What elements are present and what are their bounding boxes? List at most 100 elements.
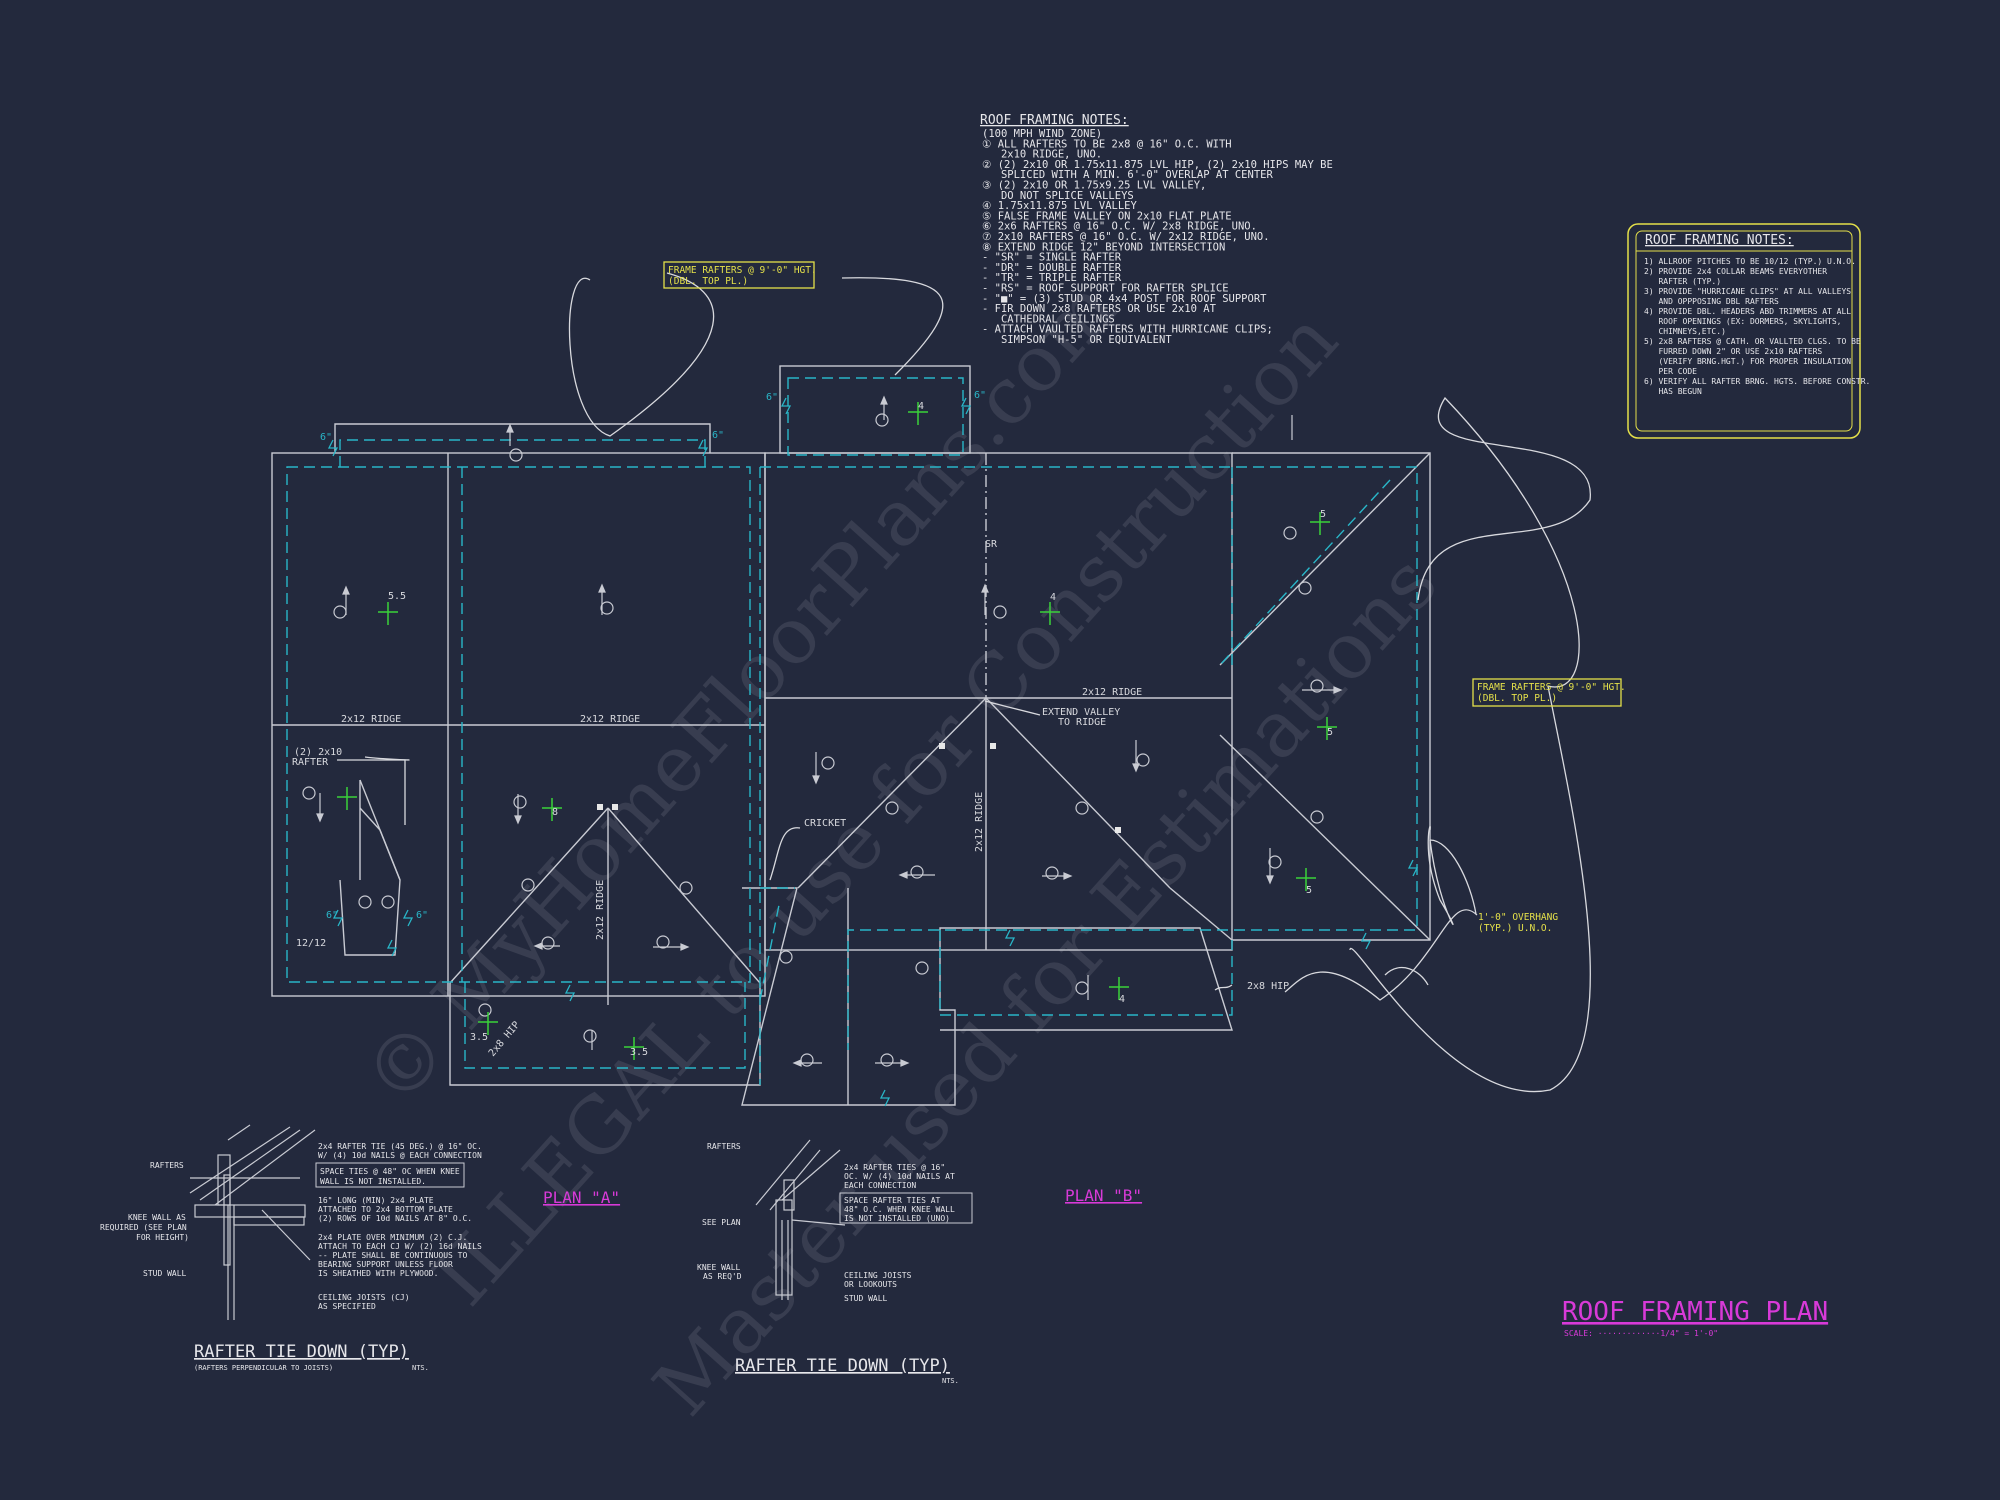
six-inch-c: 6" xyxy=(766,392,778,403)
detail-b-nts: NTS. xyxy=(942,1377,959,1385)
roof-notes-center-line: ② (2) 2x10 OR 1.75x11.875 LVL HIP, (2) 2… xyxy=(982,159,1333,171)
ridge-label-left: 2x12 RIDGE xyxy=(341,714,401,725)
marker-1-h xyxy=(910,865,924,879)
marker-6-e xyxy=(1283,526,1297,540)
post-markers xyxy=(597,743,1121,833)
pitch-rise-9: 3.5 xyxy=(470,1032,488,1043)
plan-a-label: PLAN "A" xyxy=(543,1188,620,1207)
callout-extend-valley-2: TO RIDGE xyxy=(1058,717,1106,728)
roof-notes-center-line: - "■" = (3) STUD OR 4x4 POST FOR ROOF SU… xyxy=(982,293,1267,305)
marker-6-m xyxy=(478,1003,492,1017)
detail-a-note1-2: W/ (4) 10d NAILS @ EACH CONNECTION xyxy=(318,1151,482,1160)
detail-a-note3-2: ATTACHED TO 2x4 BOTTOM PLATE xyxy=(318,1205,453,1214)
callout-overhang-line2: (TYP.) U.N.O. xyxy=(1478,923,1552,934)
roof-notes-box-line: HAS BEGUN xyxy=(1644,387,1702,396)
detail-a-title: RAFTER TIE DOWN (TYP) xyxy=(194,1342,409,1362)
drawing-title: ROOF FRAMING PLAN xyxy=(1562,1297,1828,1327)
detail-b-note2-3: IS NOT INSTALLED (UNO) xyxy=(844,1214,950,1223)
detail-a-stud: STUD WALL xyxy=(143,1269,187,1278)
roof-notes-center-line: - "RS" = ROOF SUPPORT FOR RAFTER SPLICE xyxy=(982,283,1229,295)
pitch-rise-8: 4 xyxy=(1119,994,1125,1005)
roof-notes-box-line: AND OPPPOSING DBL RAFTERS xyxy=(1644,297,1779,306)
plate-ties xyxy=(327,397,1419,1107)
pitch-rise-4: 5 xyxy=(1320,509,1326,520)
detail-b xyxy=(755,1139,846,1300)
callout-double-rafter-2: RAFTER xyxy=(292,757,329,768)
marker-1-i xyxy=(1045,866,1059,880)
detail-a-note4-1: 2x4 PLATE OVER MINIMUM (2) C.J. xyxy=(318,1233,467,1242)
roof-notes-box-line: PER CODE xyxy=(1644,367,1697,376)
detail-a-note4-3: -- PLATE SHALL BE CONTINUOUS TO xyxy=(318,1251,467,1260)
marker-6-top xyxy=(509,448,523,462)
six-inch-e: 6" xyxy=(326,910,338,921)
detail-a-rafters: RAFTERS xyxy=(150,1161,184,1170)
ridge-label-vert-a: 2x12 RIDGE xyxy=(595,880,606,940)
roof-notes-center-line: ⑥ 2x6 RAFTERS @ 16" O.C. W/ 2x8 RIDGE, U… xyxy=(982,221,1257,233)
marker-6-p xyxy=(880,1053,894,1067)
marker-1-c xyxy=(993,605,1007,619)
callout-overhang-line1: 1'-0" OVERHANG xyxy=(1478,912,1558,923)
roof-notes-center-line: CATHEDRAL CEILINGS xyxy=(982,313,1115,325)
detail-a-note3-3: (2) ROWS OF 10d NAILS AT 8" O.C. xyxy=(318,1214,472,1223)
roof-notes-center-line: ⑧ EXTEND RIDGE 12" BEYOND INTERSECTION xyxy=(982,241,1225,253)
detail-b-note1-2: OC. W/ (4) 10d NAILS AT xyxy=(844,1172,955,1181)
marker-2-a xyxy=(1298,581,1312,595)
roof-notes-box-line: CHIMNEYS,ETC.) xyxy=(1644,327,1726,336)
marker-4-c xyxy=(521,878,535,892)
marker-1-b xyxy=(600,601,614,615)
roof-notes-center-line: ① ALL RAFTERS TO BE 2x8 @ 16" O.C. WITH xyxy=(982,138,1232,150)
marker-1-d xyxy=(302,786,316,800)
roof-notes-box-line: (VERIFY BRNG.HGT.) FOR PROPER INSULATION xyxy=(1644,357,1851,366)
ridge-label-vert-b: 2x12 RIDGE xyxy=(974,792,985,852)
detail-a-note4-5: IS SHEATHED WITH PLYWOOD. xyxy=(318,1269,438,1278)
sr-label: SR xyxy=(985,539,998,550)
roof-notes-center-line: ③ (2) 2x10 OR 1.75x9.25 LVL VALLEY, xyxy=(982,180,1206,192)
post-square-5 xyxy=(1115,827,1121,833)
detail-a-note5-1: CEILING JOISTS (CJ) xyxy=(318,1293,410,1302)
leader-lines xyxy=(337,272,1591,1093)
roof-notes-center-line: - ATTACH VAULTED RAFTERS WITH HURRICANE … xyxy=(982,324,1273,336)
ridge-label-right: 2x12 RIDGE xyxy=(1082,687,1142,698)
detail-b-text: RAFTERS SEE PLAN KNEE WALL AS REQ'D 2x4 … xyxy=(697,1142,973,1385)
six-inch-d: 6" xyxy=(974,390,986,401)
post-square-3 xyxy=(939,743,945,749)
marker-6-h xyxy=(358,895,372,909)
plan-b-label: PLAN "B" xyxy=(1065,1186,1142,1205)
callout-hip: 2x8 HIP xyxy=(1247,981,1289,992)
marker-4-d xyxy=(679,881,693,895)
title-block: ROOF FRAMING PLAN SCALE: ·············1/… xyxy=(1562,1297,1828,1338)
roof-notes-box-line: 4) PROVIDE DBL. HEADERS ABD TRIMMERS AT … xyxy=(1644,307,1851,316)
detail-a-text: RAFTERS KNEE WALL AS REQUIRED (SEE PLAN … xyxy=(100,1142,482,1372)
detail-a-note5-2: AS SPECIFIED xyxy=(318,1302,376,1311)
callout-frame-right-line2: (DBL. TOP PL.) xyxy=(1477,693,1557,704)
roof-notes-center-line: 2x10 RIDGE, UNO. xyxy=(982,149,1102,161)
callout-misc: 2x8 HIP CRICKET EXTEND VALLEY TO RIDGE (… xyxy=(292,707,1289,992)
roof-notes-center-line: - FIR DOWN 2x8 RAFTERS OR USE 2x10 AT xyxy=(982,303,1217,315)
marker-1-a xyxy=(333,605,347,619)
roof-notes-center-line: ④ 1.75x11.875 LVL VALLEY xyxy=(982,200,1137,212)
post-square-1 xyxy=(597,804,603,810)
roof-notes-box-line: ROOF OPENINGS (EX: DORMERS, SKYLIGHTS, xyxy=(1644,317,1841,326)
marker-6-d xyxy=(875,413,889,427)
drawing-scale: SCALE: ·············1/4" = 1'-0" xyxy=(1564,1329,1718,1338)
roof-notes-box-line: 2) PROVIDE 2x4 COLLAR BEAMS EVERYOTHER xyxy=(1644,267,1827,276)
callout-frame-right: FRAME RAFTERS @ 9'-0" HGT. (DBL. TOP PL.… xyxy=(1472,678,1626,707)
roof-notes-center-line: - "SR" = SINGLE RAFTER xyxy=(982,252,1122,264)
detail-a-knee-3: FOR HEIGHT) xyxy=(136,1233,189,1242)
detail-a-knee-2: REQUIRED (SEE PLAN xyxy=(100,1223,187,1232)
roof-notes-center: ROOF FRAMING NOTES: (100 MPH WIND ZONE)①… xyxy=(980,113,1333,346)
roof-notes-box-line: 6) VERIFY ALL RAFTER BRNG. HGTS. BEFORE … xyxy=(1644,377,1870,386)
marker-6-g xyxy=(1268,855,1282,869)
six-inch-a: 6" xyxy=(320,432,332,443)
pitch-rise-7: 8 xyxy=(552,807,558,818)
dashed-bearing-lines xyxy=(286,377,1418,1085)
detail-b-ceiling-2: OR LOOKOUTS xyxy=(844,1280,897,1289)
pitch-rise-1: 5.5 xyxy=(388,591,406,602)
roof-notes-center-lines: (100 MPH WIND ZONE)① ALL RAFTERS TO BE 2… xyxy=(982,128,1333,346)
detail-b-ceiling-1: CEILING JOISTS xyxy=(844,1271,912,1280)
detail-a-note4-2: ATTACH TO EACH CJ W/ (2) 16d NAILS xyxy=(318,1242,482,1251)
six-inch-f: 6" xyxy=(416,910,428,921)
detail-a-note3-1: 16" LONG (MIN) 2x4 PLATE xyxy=(318,1196,434,1205)
marker-4-b xyxy=(1075,801,1089,815)
